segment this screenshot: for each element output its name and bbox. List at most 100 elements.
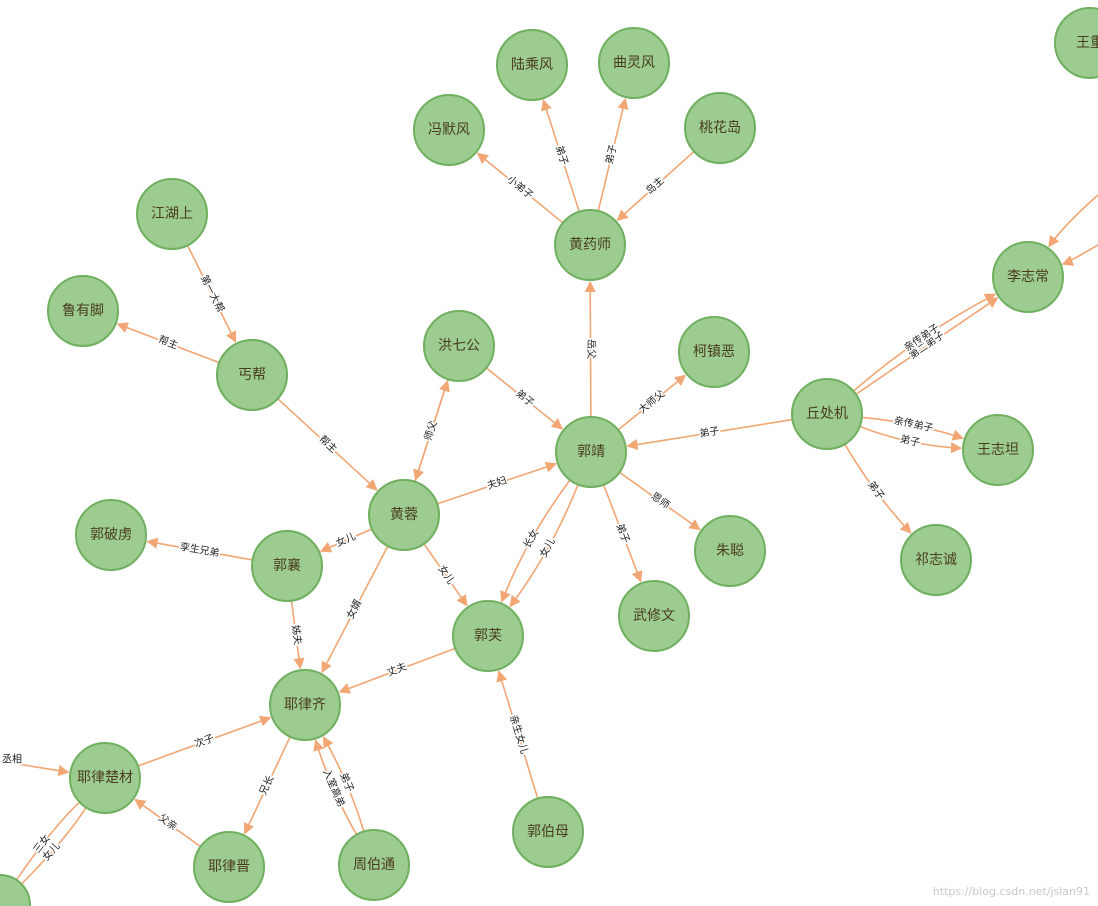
node-circle[interactable]	[554, 209, 626, 281]
edge-line	[338, 647, 456, 694]
edge-label: 弟子	[899, 433, 921, 449]
node-circle[interactable]	[512, 796, 584, 868]
node-circle[interactable]	[992, 241, 1064, 313]
node-wangzhitan[interactable]: 王志坦	[962, 414, 1034, 486]
edge-label: 兄长	[257, 774, 276, 797]
node-luyoujiao[interactable]: 鲁有脚	[47, 275, 119, 347]
edge-guoxiang-guopolu: 孪生兄弟	[146, 537, 253, 561]
node-label: 郭襄	[273, 557, 301, 574]
edge-huangrong-yeluqi: 女婿	[321, 545, 389, 674]
node-circle[interactable]	[0, 874, 31, 906]
edge-line	[626, 418, 793, 451]
node-fengmo[interactable]: 冯默风	[413, 94, 485, 166]
edge-huangyaoshi-fengmo: 小弟子	[476, 152, 564, 224]
node-circle[interactable]	[423, 310, 495, 382]
node-circle[interactable]	[338, 829, 410, 901]
node-label: 郭破虏	[90, 526, 132, 543]
node-circle[interactable]	[368, 479, 440, 551]
edge-guoxiang-yeluqi: 姊夫	[288, 600, 306, 670]
edge-line	[1061, 244, 1098, 266]
node-guoxiang[interactable]: 郭襄	[251, 530, 323, 602]
node-circle[interactable]	[598, 27, 670, 99]
node-circle[interactable]	[69, 742, 141, 814]
node-yeluchucai[interactable]: 耶律楚材	[69, 742, 141, 814]
edge-line	[509, 484, 579, 608]
node-label: 周伯通	[353, 857, 395, 873]
node-circle[interactable]	[136, 178, 208, 250]
edge-hongqi-guojing: 弟子	[485, 367, 564, 430]
node-hongqi[interactable]: 洪七公	[423, 310, 495, 382]
edge-taohua-huangyaoshi: 岛主	[616, 150, 695, 221]
node-circle[interactable]	[269, 669, 341, 741]
node-partial[interactable]	[0, 874, 31, 906]
node-circle[interactable]	[900, 524, 972, 596]
edge-guobomu-guofu: 亲生女儿	[496, 670, 539, 799]
edge-label: 弟子	[603, 143, 619, 165]
node-yeluqi[interactable]: 耶律齐	[269, 669, 341, 741]
edge-label: 女儿	[334, 529, 358, 549]
edge-label: 师父	[421, 419, 440, 442]
node-circle[interactable]	[678, 316, 750, 388]
node-circle[interactable]	[496, 29, 568, 101]
edge-label: 岳父	[585, 339, 597, 359]
edge-label: 第一大帮	[198, 273, 227, 315]
node-circle[interactable]	[694, 515, 766, 587]
edge-line	[146, 537, 253, 561]
node-circle[interactable]	[684, 92, 756, 164]
node-huangyaoshi[interactable]: 黄药师	[554, 209, 626, 281]
edge-yelujin-yeluchucai: 父亲	[134, 798, 202, 848]
node-circle[interactable]	[47, 275, 119, 347]
edge-label: 丈夫	[385, 661, 408, 679]
node-gaibang[interactable]: 丐帮	[216, 339, 288, 411]
edge-line	[319, 528, 373, 553]
edge-qiuchuji-wangzhitan: 亲传弟子	[861, 412, 964, 441]
edge-line	[584, 280, 596, 418]
edge-line	[855, 297, 999, 395]
node-quling[interactable]: 曲灵风	[598, 27, 670, 99]
node-circle[interactable]	[1054, 7, 1098, 79]
node-label: 洪七公	[438, 338, 480, 354]
edge-line	[500, 479, 571, 603]
node-guojing[interactable]: 郭靖	[555, 416, 627, 488]
node-wangchong[interactable]: 王重	[1054, 7, 1098, 79]
node-circle[interactable]	[193, 831, 265, 903]
edge-label: 女婿	[343, 597, 364, 621]
node-circle[interactable]	[555, 416, 627, 488]
node-huangrong[interactable]: 黄蓉	[368, 479, 440, 551]
node-circle[interactable]	[618, 580, 690, 652]
node-circle[interactable]	[791, 378, 863, 450]
edge-line	[290, 600, 305, 670]
edge-guojing-guofu: 长女	[500, 479, 571, 603]
node-circle[interactable]	[216, 339, 288, 411]
edge-line	[423, 543, 468, 607]
node-circle[interactable]	[452, 600, 524, 672]
edge-line	[134, 798, 202, 848]
node-circle[interactable]	[413, 94, 485, 166]
node-lucheng[interactable]: 陆乘风	[496, 29, 568, 101]
node-yelujin[interactable]: 耶律晋	[193, 831, 265, 903]
node-guobomu[interactable]: 郭伯母	[512, 796, 584, 868]
node-qiuchuji[interactable]: 丘处机	[791, 378, 863, 450]
node-lizhichang[interactable]: 李志常	[992, 241, 1064, 313]
node-zhoubotong[interactable]: 周伯通	[338, 829, 410, 901]
node-kezhen[interactable]: 柯镇恶	[678, 316, 750, 388]
edge-huangyaoshi-quling: 弟子	[597, 97, 629, 212]
edge-line	[137, 715, 272, 767]
edge-label: 夫妇	[485, 473, 508, 492]
node-label: 郭伯母	[527, 823, 569, 840]
node-label: 柯镇恶	[693, 344, 735, 360]
edge-label: 亲生女儿	[507, 713, 531, 755]
edge-line	[436, 461, 557, 505]
node-wuxiuwen[interactable]: 武修文	[618, 580, 690, 652]
node-jianghu[interactable]: 江湖上	[136, 178, 208, 250]
node-guofu[interactable]: 郭芙	[452, 600, 524, 672]
edge-line	[186, 244, 237, 343]
node-taohua[interactable]: 桃花岛	[684, 92, 756, 164]
node-circle[interactable]	[962, 414, 1034, 486]
node-circle[interactable]	[251, 530, 323, 602]
node-label: 王重	[1076, 35, 1098, 51]
node-circle[interactable]	[75, 499, 147, 571]
node-guopolu[interactable]: 郭破虏	[75, 499, 147, 571]
node-zhucong[interactable]: 朱聪	[694, 515, 766, 587]
node-qizhicheng[interactable]: 祁志诚	[900, 524, 972, 596]
